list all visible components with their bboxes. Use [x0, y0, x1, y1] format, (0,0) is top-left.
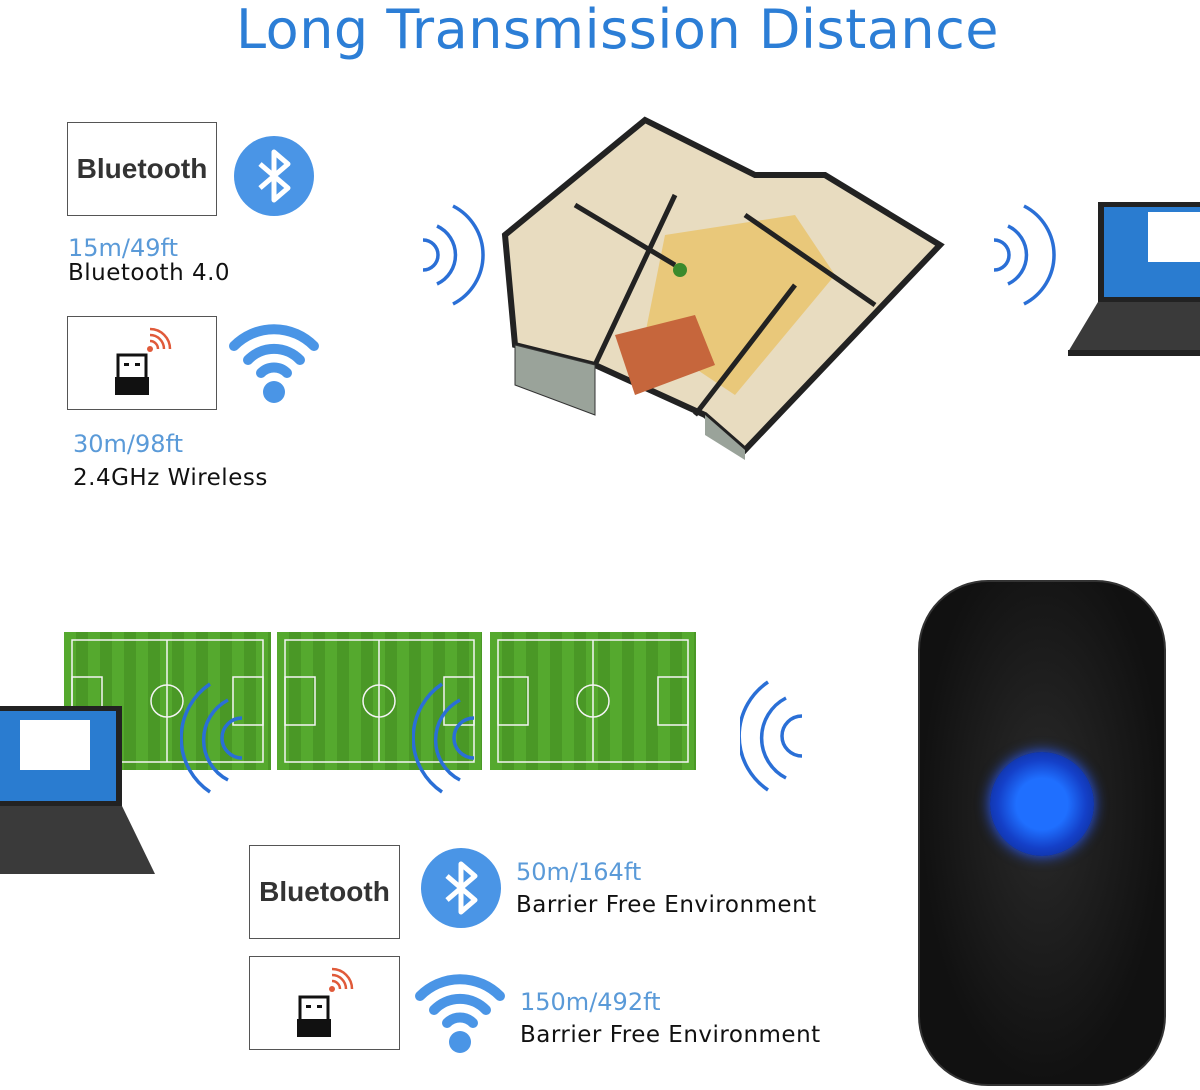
scanner-device — [918, 580, 1166, 1086]
outdoor-wireless-description: Barrier Free Environment — [520, 1022, 821, 1048]
signal-waves-icon — [422, 204, 485, 306]
wireless-range: 30m/98ft — [73, 430, 183, 458]
outdoor-bluetooth-range: 50m/164ft — [516, 858, 642, 886]
laptop-icon — [0, 706, 155, 874]
bluetooth-description: Bluetooth 4.0 — [68, 260, 231, 286]
bluetooth-box-label: Bluetooth — [259, 876, 390, 907]
outdoor-wireless-range: 150m/492ft — [520, 988, 661, 1016]
signal-waves-icon — [993, 204, 1056, 306]
bluetooth-label-box: Bluetooth — [67, 122, 217, 216]
wifi-icon — [229, 324, 319, 403]
page-title: Long Transmission Distance — [236, 0, 999, 61]
usb-receiver-box — [249, 956, 400, 1050]
signal-waves-icon — [180, 682, 243, 794]
wireless-description: 2.4GHz Wireless — [73, 465, 268, 491]
usb-dongle-icon — [297, 967, 354, 1037]
laptop-icon — [1068, 202, 1200, 356]
field-markings — [71, 639, 689, 763]
usb-dongle-icon — [115, 327, 172, 395]
bluetooth-icon — [234, 136, 314, 216]
bluetooth-range: 15m/49ft — [68, 234, 178, 262]
signal-waves-icon — [740, 680, 803, 792]
wifi-icon — [415, 974, 505, 1053]
device-led-button — [990, 752, 1094, 856]
outdoor-bluetooth-description: Barrier Free Environment — [516, 892, 817, 918]
floor-plan-illustration — [501, 116, 945, 460]
bluetooth-icon — [421, 848, 501, 928]
signal-waves-icon — [412, 682, 475, 794]
bluetooth-label-box: Bluetooth — [249, 845, 400, 939]
bluetooth-box-label: Bluetooth — [76, 153, 208, 184]
usb-receiver-box — [67, 316, 217, 410]
